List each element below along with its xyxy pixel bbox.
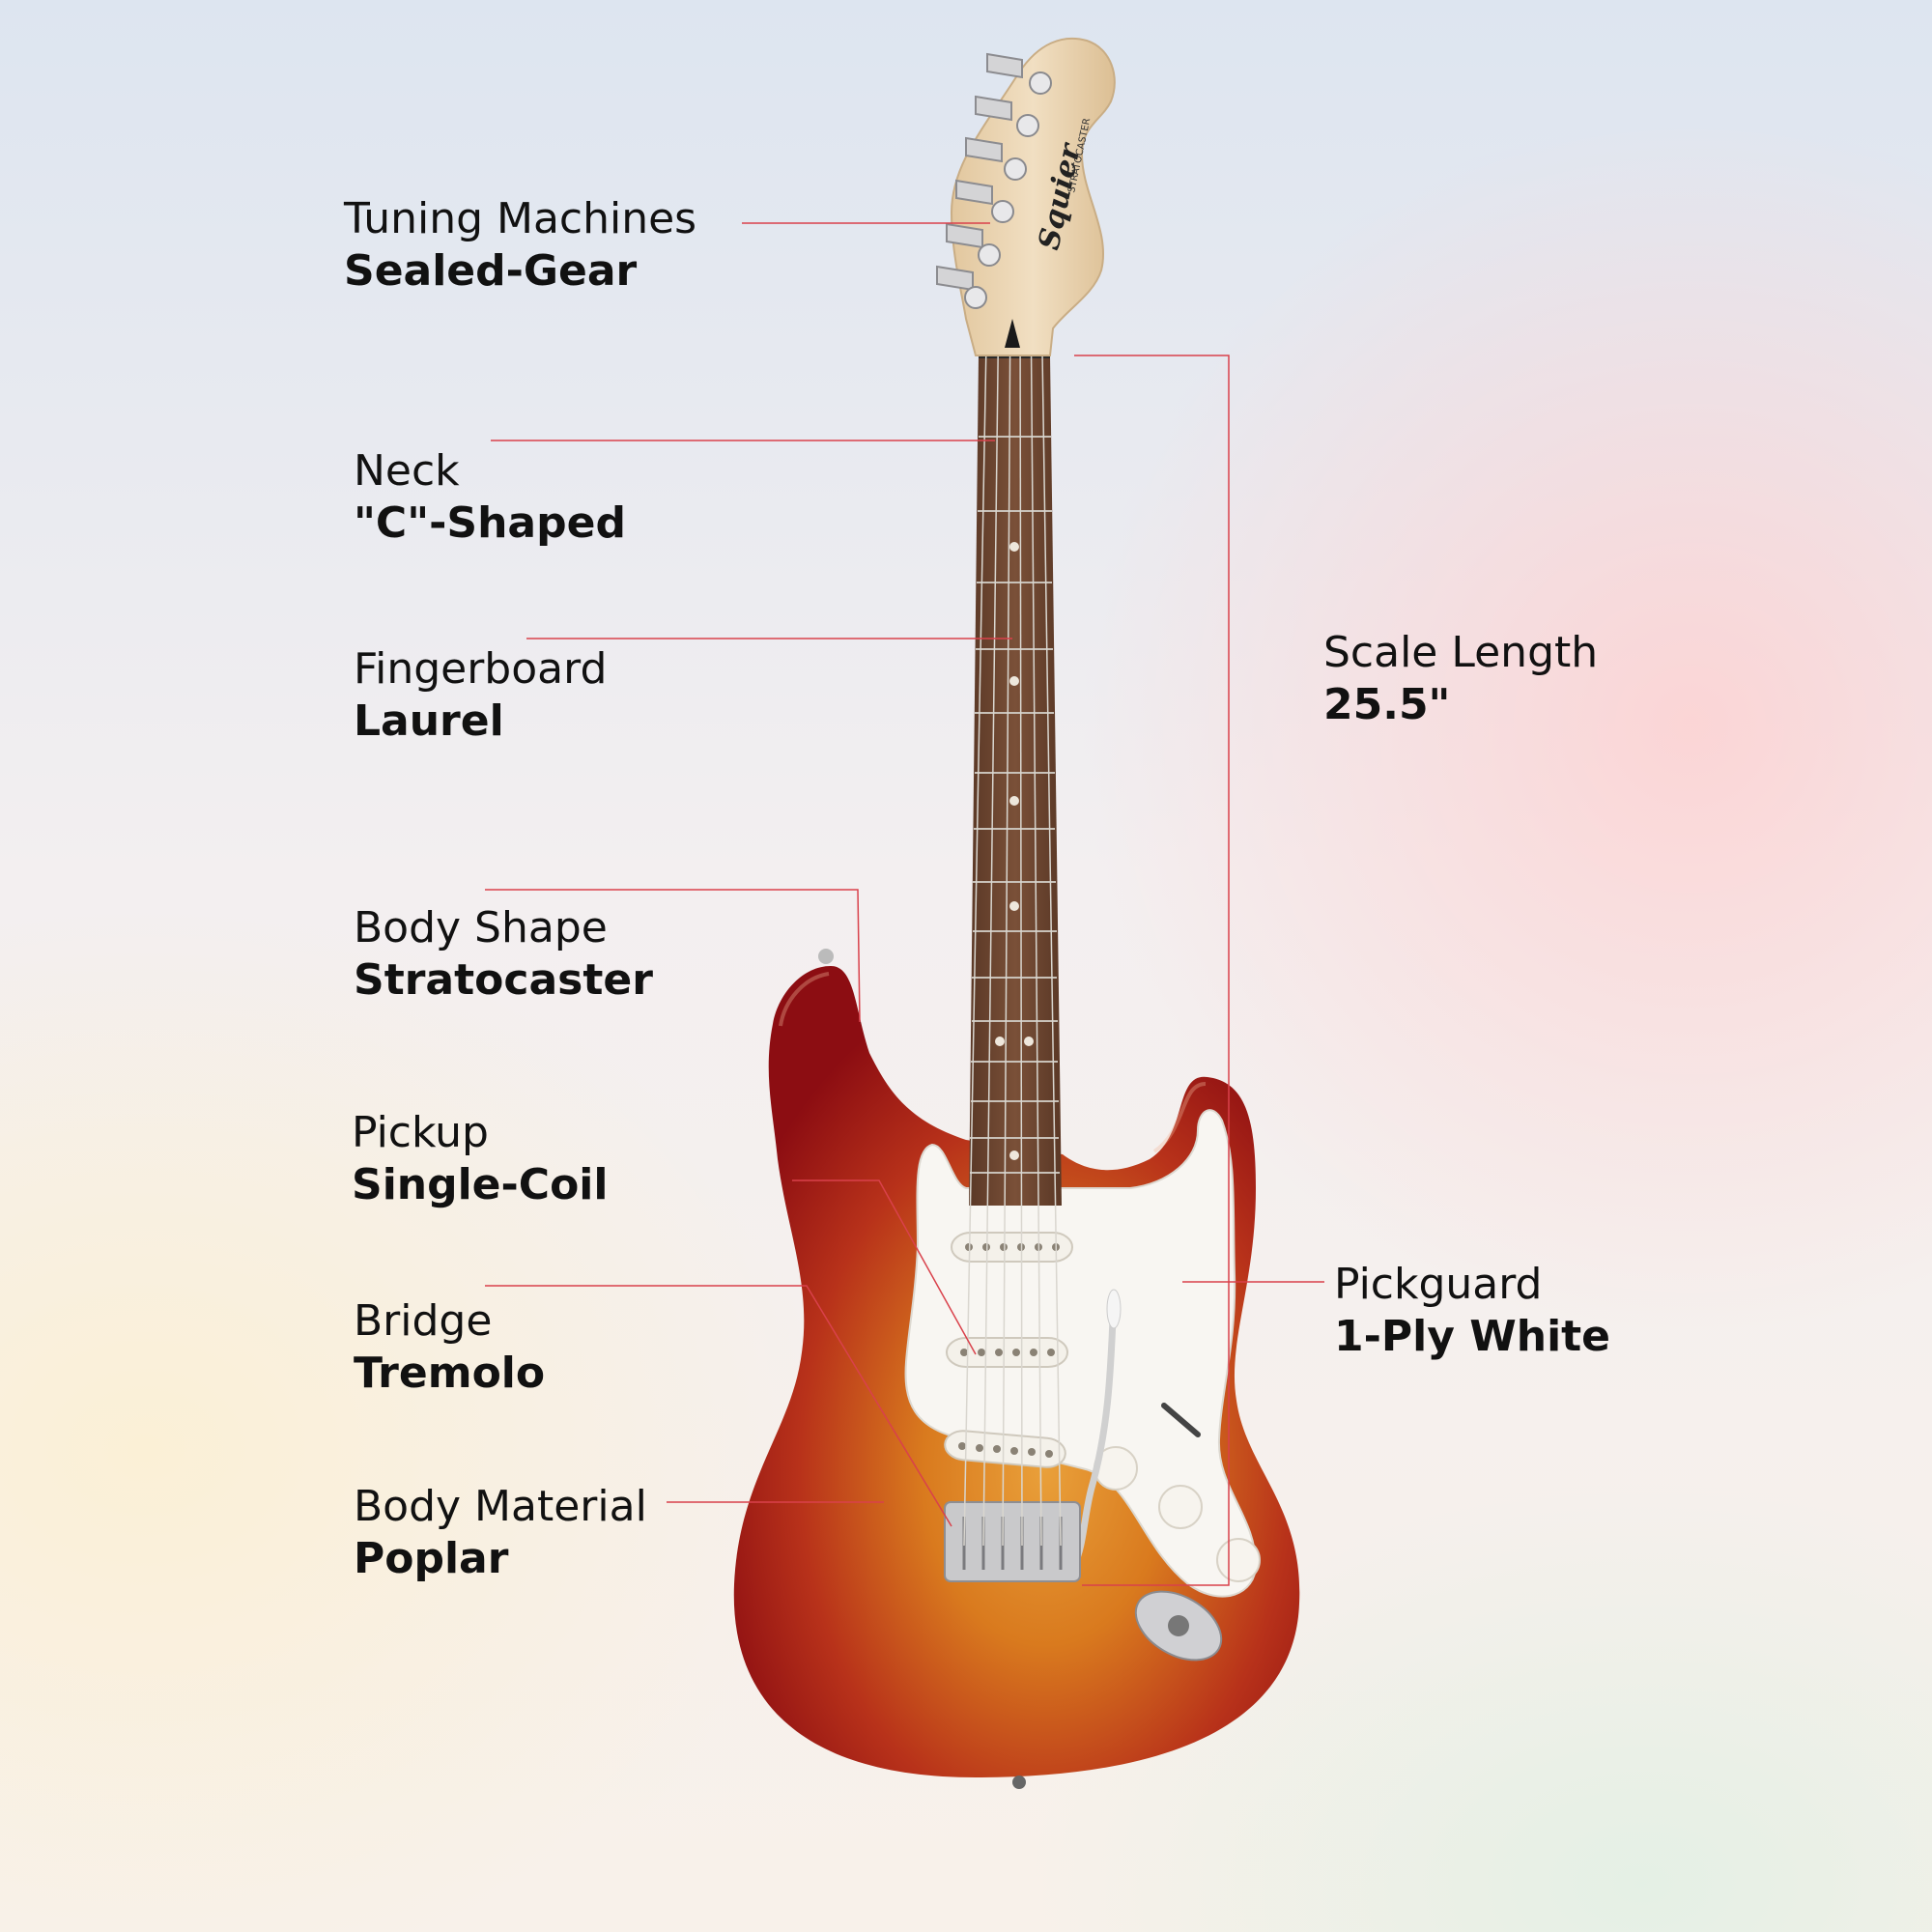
leader-bridge <box>485 1285 952 1527</box>
bridge-plate <box>944 1501 1081 1582</box>
leader-lines <box>485 222 1324 1586</box>
spec-pickup-value: Single-Coil <box>352 1160 609 1209</box>
spec-tuning-machines: Tuning Machines Sealed-Gear <box>344 198 696 293</box>
neck-pickup <box>951 1232 1073 1263</box>
spec-body-material: Body Material Poplar <box>354 1486 647 1580</box>
spec-pickup-title: Pickup <box>352 1108 489 1157</box>
fingerboard <box>969 355 1062 1206</box>
spec-neck: Neck "C"-Shaped <box>354 450 626 545</box>
spec-neck-value: "C"-Shaped <box>354 498 626 548</box>
pickguard-plate <box>904 1109 1258 1598</box>
spec-fingerboard: Fingerboard Laurel <box>354 648 607 743</box>
leader-scale-length <box>1074 355 1230 1586</box>
middle-pickup <box>946 1337 1068 1368</box>
spec-body-material-title: Body Material <box>354 1482 647 1531</box>
tremolo-arm-tip <box>1106 1289 1122 1329</box>
spec-pickguard: Pickguard 1-Ply White <box>1334 1264 1610 1358</box>
spec-body-shape-title: Body Shape <box>354 903 608 952</box>
tremolo-arm <box>1070 1295 1118 1569</box>
tone-knob-1 <box>1158 1485 1203 1529</box>
frets <box>970 436 1060 1174</box>
spec-body-shape-value: Stratocaster <box>354 955 653 1005</box>
leader-pickup <box>792 1179 977 1355</box>
leader-body-shape <box>485 889 861 1023</box>
spec-bridge: Bridge Tremolo <box>354 1300 545 1395</box>
body-binding-highlight <box>779 972 1207 1153</box>
spec-tuning-machines-value: Sealed-Gear <box>344 246 638 296</box>
spec-bridge-title: Bridge <box>354 1296 493 1346</box>
pickup-pole-pieces <box>958 1243 1060 1458</box>
strings <box>963 289 1062 1547</box>
strap-button-bottom <box>1012 1776 1026 1789</box>
strap-button-top <box>818 949 834 964</box>
spec-body-material-value: Poplar <box>354 1534 509 1583</box>
spec-scale-length-title: Scale Length <box>1323 628 1599 677</box>
spec-scale-length: Scale Length 25.5" <box>1323 632 1598 726</box>
truss-rod-access <box>1005 319 1020 348</box>
spec-body-shape: Body Shape Stratocaster <box>354 907 653 1002</box>
spec-fingerboard-value: Laurel <box>354 696 504 746</box>
spec-fingerboard-title: Fingerboard <box>354 644 608 694</box>
spec-pickup: Pickup Single-Coil <box>352 1112 608 1207</box>
tuning-machines <box>936 52 1052 309</box>
spec-scale-length-value: 25.5" <box>1323 680 1451 729</box>
spec-pickguard-title: Pickguard <box>1334 1260 1543 1309</box>
pickup-selector-switch <box>1161 1403 1201 1437</box>
spec-neck-title: Neck <box>354 446 460 496</box>
tone-knob-2 <box>1216 1538 1261 1582</box>
spec-bridge-value: Tremolo <box>354 1349 546 1398</box>
spec-tuning-machines-title: Tuning Machines <box>344 194 697 243</box>
spec-pickguard-value: 1-Ply White <box>1334 1312 1611 1361</box>
output-jack <box>1168 1615 1189 1636</box>
headstock <box>950 37 1116 356</box>
fret-markers <box>995 542 1034 1160</box>
